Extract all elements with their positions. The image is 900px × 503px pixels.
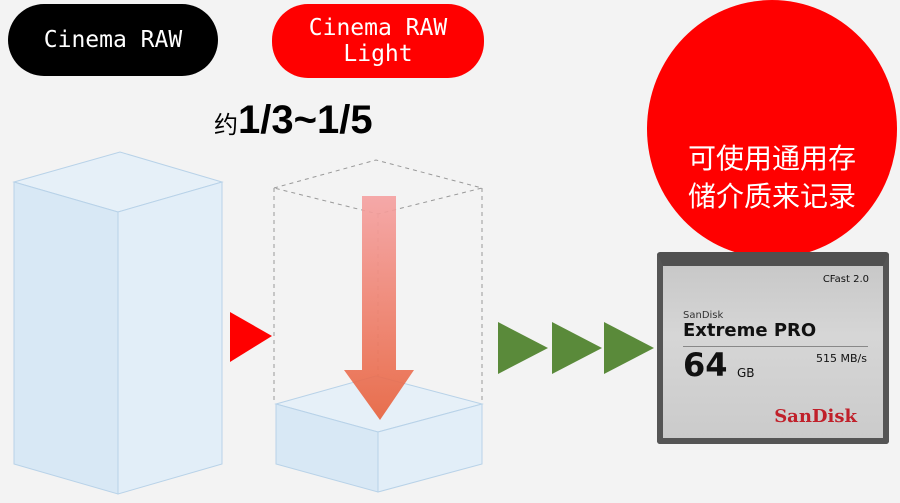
card-unit: GB (737, 366, 755, 380)
label-line-2: Light (343, 41, 413, 67)
card-product: Extreme PRO (683, 320, 817, 341)
sandisk-logo: SanDisk (774, 406, 857, 427)
card-capacity: 64 (683, 346, 728, 384)
compression-ratio: 约1/3~1/5 (214, 98, 373, 143)
card-brand-small: SanDisk (683, 310, 724, 321)
green-arrow-icon (604, 322, 654, 374)
cfast-card: CFast 2.0 SanDisk Extreme PRO 64 GB 515 … (657, 252, 889, 444)
large-data-box (12, 151, 224, 495)
cinema-raw-text: Cinema RAW (43, 27, 183, 53)
callout-line-1: 可使用通用存 (687, 142, 856, 175)
ratio-prefix: 约 (214, 112, 238, 139)
red-arrow-icon (230, 312, 272, 362)
card-speed: 515 MB/s (816, 352, 867, 365)
label-line-1: Cinema RAW (308, 15, 448, 41)
callout-line-2: 储介质来记录 (687, 180, 856, 213)
down-arrow-icon (344, 196, 414, 420)
green-arrow-icon (498, 322, 548, 374)
ratio-value: 1/3~1/5 (238, 98, 373, 142)
callout-circle: 可使用通用存储介质来记录 (647, 0, 897, 258)
cinema-raw-label: Cinema RAW (8, 4, 218, 76)
green-arrow-icon (552, 322, 602, 374)
card-type: CFast 2.0 (822, 274, 869, 285)
